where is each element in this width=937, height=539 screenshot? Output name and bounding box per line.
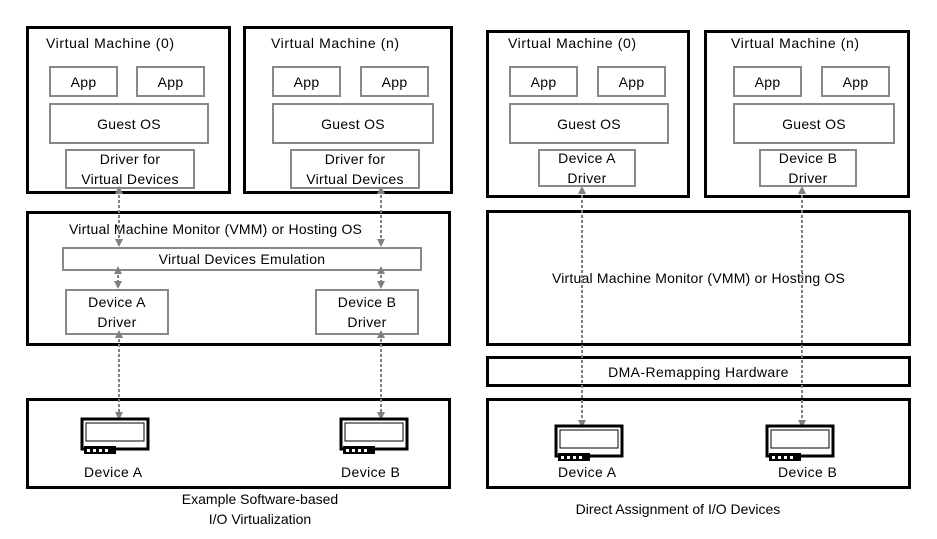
right-vmn-guest-os: Guest OS xyxy=(733,103,895,144)
right-vmn-driver-line2: Driver xyxy=(788,170,828,186)
right-vm0-title: Virtual Machine (0) xyxy=(508,35,637,51)
right-vm0-box: Virtual Machine (0) App App Guest OS Dev… xyxy=(486,30,690,198)
left-vmn-driver-line1: Driver for xyxy=(324,151,386,167)
right-vmn-app1: App xyxy=(733,66,802,97)
left-vmn-title: Virtual Machine (n) xyxy=(271,35,400,51)
left-caption-line2: I/O Virtualization xyxy=(208,511,312,527)
left-vmm-driver-b-line2: Driver xyxy=(347,314,387,330)
right-vm0-app1: App xyxy=(509,66,578,97)
left-device-b-label: Device B xyxy=(341,464,401,480)
left-vm0-box: Virtual Machine (0) App App Guest OS Dri… xyxy=(26,26,231,194)
right-vm0-app2: App xyxy=(597,66,666,97)
left-caption: Example Software-based I/O Virtualizatio… xyxy=(140,489,380,529)
right-vm0-driver: Device A Driver xyxy=(538,149,636,187)
right-vmn-driver-line1: Device B xyxy=(778,150,838,166)
right-vm0-driver-line1: Device A xyxy=(558,150,616,166)
left-vm0-title: Virtual Machine (0) xyxy=(46,35,175,51)
right-device-b-label: Device B xyxy=(778,464,838,480)
right-vm0-driver-line2: Driver xyxy=(567,170,607,186)
left-vmn-app2: App xyxy=(360,66,429,97)
right-vmm-title: Virtual Machine Monitor (VMM) or Hosting… xyxy=(551,270,846,286)
left-vm0-driver-line2: Virtual Devices xyxy=(81,171,179,187)
left-vmm-driver-a-line2: Driver xyxy=(97,314,137,330)
left-vmm-emulation: Virtual Devices Emulation xyxy=(62,247,422,271)
left-vm0-driver-line1: Driver for xyxy=(99,151,161,167)
right-caption: Direct Assignment of I/O Devices xyxy=(575,501,781,517)
left-vmn-driver-line2: Virtual Devices xyxy=(306,171,404,187)
right-vm0-guest-os: Guest OS xyxy=(509,103,669,144)
left-vmn-guest-os: Guest OS xyxy=(272,103,434,144)
left-device-a-label: Device A xyxy=(84,464,143,480)
left-vmm-driver-b-line1: Device B xyxy=(337,294,397,310)
left-vm0-driver: Driver for Virtual Devices xyxy=(65,149,195,189)
left-vmm-title: Virtual Machine Monitor (VMM) or Hosting… xyxy=(69,221,363,237)
left-vm0-guest-os: Guest OS xyxy=(49,103,209,144)
right-device-a-label: Device A xyxy=(558,464,617,480)
left-vmm-driver-b: Device B Driver xyxy=(315,289,419,335)
right-vmn-driver: Device B Driver xyxy=(759,149,857,187)
left-vmn-app1: App xyxy=(272,66,341,97)
right-vmn-app2: App xyxy=(821,66,890,97)
io-card-icon xyxy=(765,424,835,461)
left-vm0-app1: App xyxy=(49,66,118,97)
left-caption-line1: Example Software-based xyxy=(181,491,339,507)
right-vmn-title: Virtual Machine (n) xyxy=(731,35,860,51)
left-vmn-box: Virtual Machine (n) App App Guest OS Dri… xyxy=(243,26,453,194)
left-vmn-driver: Driver for Virtual Devices xyxy=(290,149,420,189)
io-card-icon xyxy=(339,417,409,454)
right-dma-label: DMA-Remapping Hardware xyxy=(608,363,789,380)
right-dma-box: DMA-Remapping Hardware xyxy=(486,356,911,387)
io-card-icon xyxy=(554,424,624,461)
left-vmm-driver-a-line1: Device A xyxy=(88,294,146,310)
io-card-icon xyxy=(80,417,150,454)
right-vmm-box: Virtual Machine Monitor (VMM) or Hosting… xyxy=(486,210,911,346)
left-vm0-app2: App xyxy=(136,66,205,97)
right-vmn-box: Virtual Machine (n) App App Guest OS Dev… xyxy=(704,30,910,198)
